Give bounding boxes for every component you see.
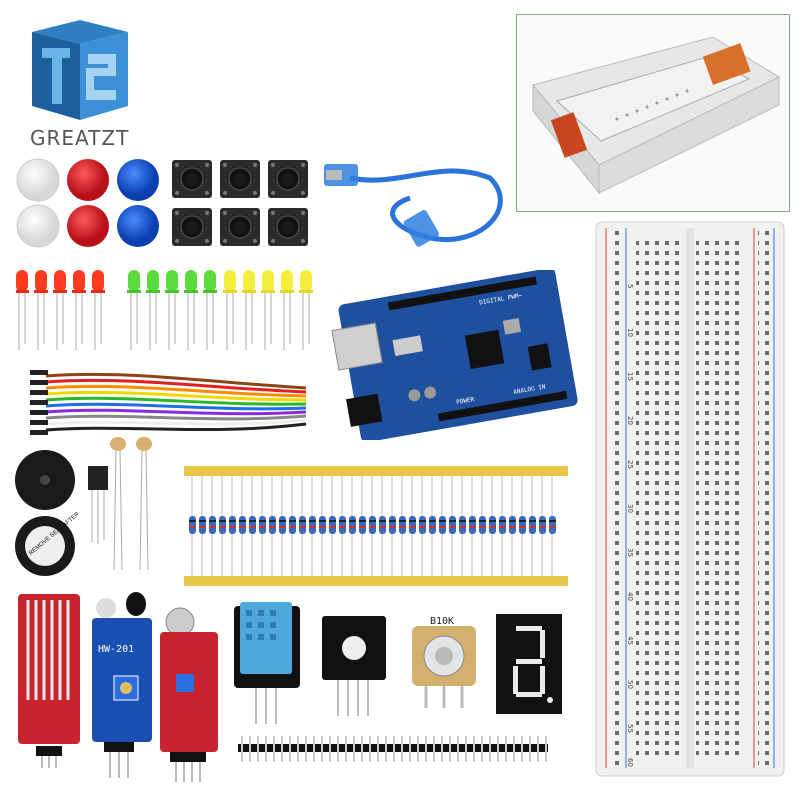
pin-header (238, 736, 548, 762)
tactile-switches (171, 159, 309, 247)
arduino-uno-board: DIGITAL PWM~ POWER ANALOG IN (331, 270, 578, 440)
board-power-label: POWER (456, 396, 475, 406)
water-level-sensor (18, 594, 80, 768)
ir-sensor-module: HW-201 (92, 592, 152, 778)
breadboard: 5 10 15 20 25 30 35 40 45 50 55 60 (595, 221, 785, 777)
row-label-20: 20 (626, 416, 634, 425)
storage-case-photo (516, 14, 790, 212)
row-label-25: 25 (626, 460, 634, 469)
seven-segment-display (496, 614, 562, 714)
brand-name: GREATZT (30, 126, 130, 150)
pot-value-label: B10K (430, 616, 454, 627)
rgb-led-module (322, 616, 386, 716)
row-label-40: 40 (626, 592, 634, 601)
button-caps (16, 158, 159, 248)
row-label-30: 30 (626, 504, 634, 513)
row-label-45: 45 (626, 636, 634, 645)
dht11-sensor (234, 602, 300, 724)
row-label-15: 15 (626, 372, 634, 381)
buzzers: REMOVE SEAL AFTER WASHING (15, 450, 78, 576)
sound-sensor-module (160, 607, 218, 782)
row-label-5: 5 (626, 284, 634, 288)
resistor-set (184, 466, 568, 586)
row-label-55: 55 (626, 724, 634, 733)
ir-module-label: HW-201 (98, 644, 134, 655)
jumper-wires (30, 370, 307, 435)
led-strip (16, 270, 314, 351)
potentiometer: B10K (412, 616, 476, 708)
transistor-and-ldr (88, 437, 152, 571)
row-label-10: 10 (626, 328, 634, 337)
row-label-35: 35 (626, 548, 634, 557)
usb-cable (324, 164, 503, 247)
brand-logo (32, 20, 128, 120)
row-label-50: 50 (626, 680, 634, 689)
row-label-60: 60 (626, 758, 634, 767)
